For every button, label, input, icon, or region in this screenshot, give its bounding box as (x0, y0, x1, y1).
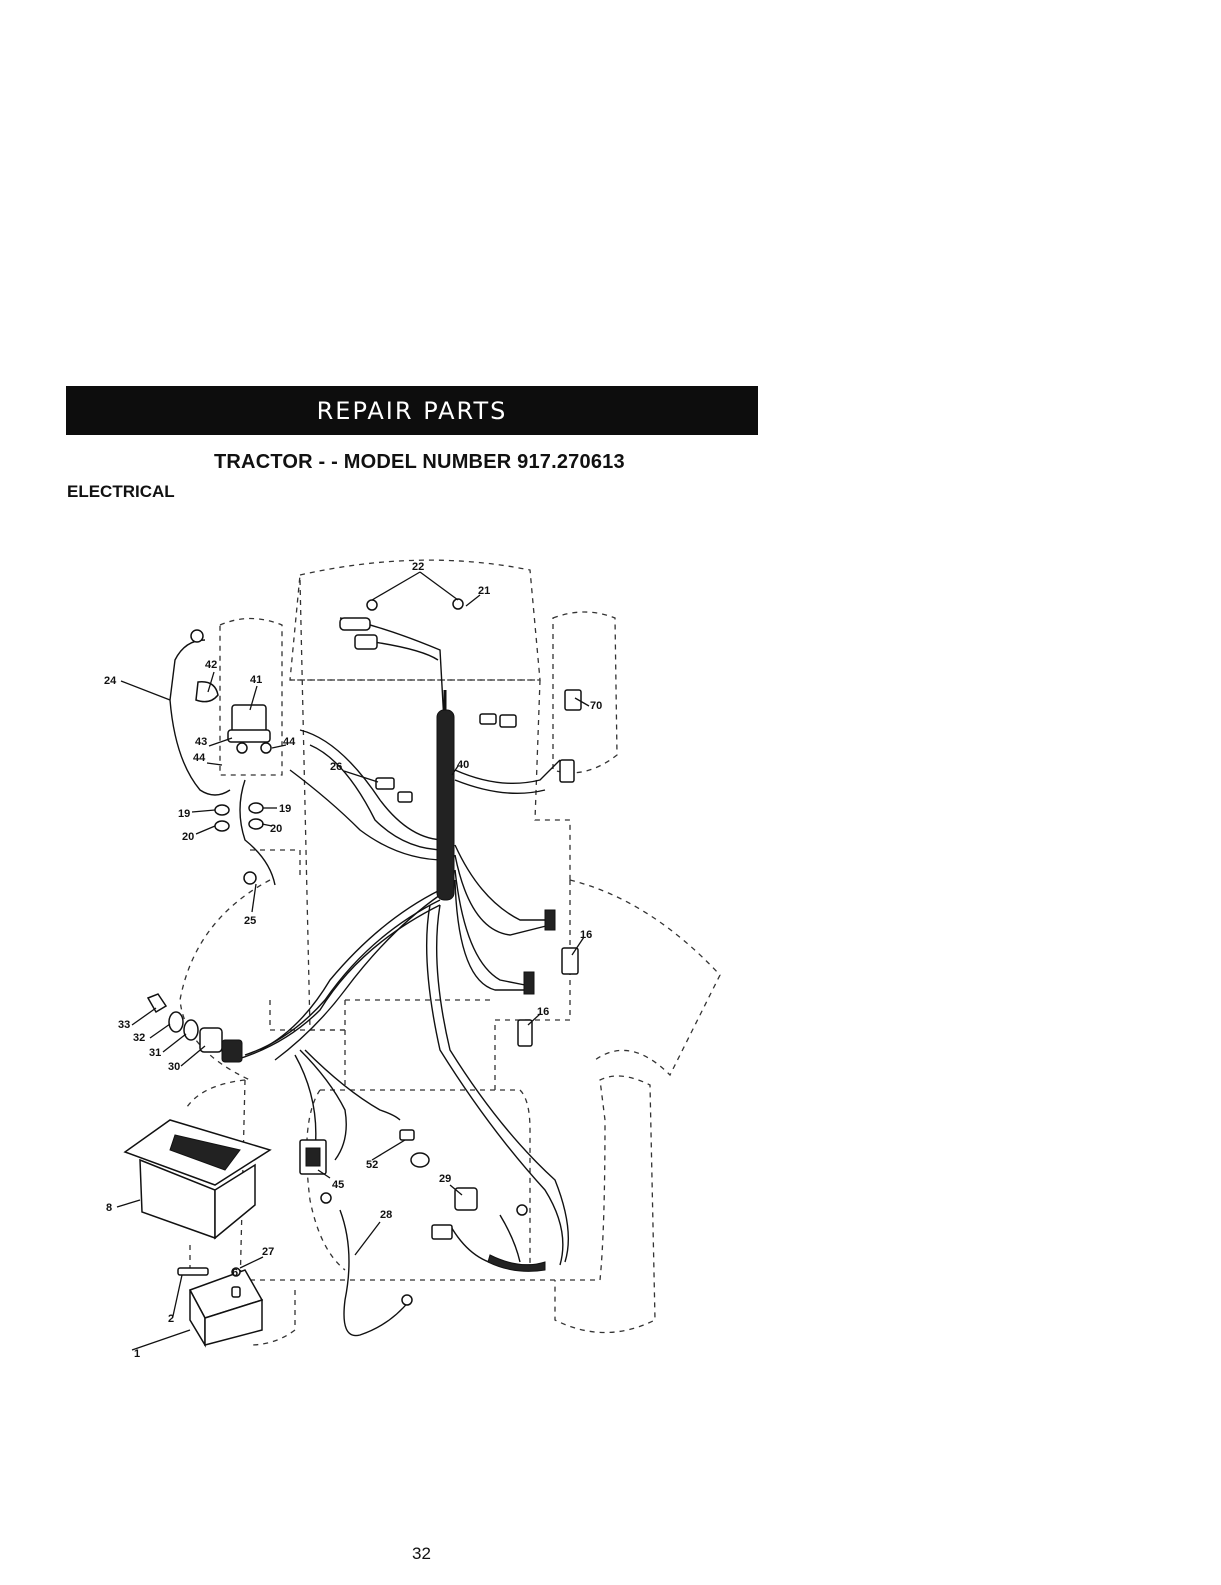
callout-26: 26 (330, 761, 342, 773)
callout-2: 2 (168, 1313, 174, 1325)
callout-19: 19 (279, 803, 291, 815)
callout-1: 1 (134, 1348, 140, 1360)
callout-44: 44 (283, 736, 296, 748)
callout-32: 32 (133, 1032, 145, 1044)
callout-33: 33 (118, 1019, 130, 1031)
callout-45: 45 (332, 1179, 344, 1191)
callout-30: 30 (168, 1061, 180, 1073)
callout-8: 8 (106, 1202, 112, 1214)
callout-27: 27 (262, 1246, 274, 1258)
callout-40: 40 (457, 759, 469, 771)
callout-42: 42 (205, 659, 217, 671)
callout-24: 24 (104, 675, 117, 687)
callout-44: 44 (193, 752, 206, 764)
page-number: 32 (412, 1544, 431, 1564)
callout-21: 21 (478, 585, 490, 597)
callout-16: 16 (580, 929, 592, 941)
callout-16: 16 (537, 1006, 549, 1018)
callout-52: 52 (366, 1159, 378, 1171)
callout-29: 29 (439, 1173, 451, 1185)
callout-41: 41 (250, 674, 262, 686)
callout-43: 43 (195, 736, 207, 748)
callout-25: 25 (244, 915, 256, 927)
callout-22: 22 (412, 561, 424, 573)
leader-lines (117, 572, 589, 1350)
parts (125, 599, 581, 1345)
callout-31: 31 (149, 1047, 161, 1059)
callout-labels: 22 21 24 42 41 70 43 44 44 26 40 19 19 2… (104, 561, 602, 1360)
callout-6: 6 (232, 1267, 238, 1279)
callout-70: 70 (590, 700, 602, 712)
callout-19: 19 (178, 808, 190, 820)
callout-20: 20 (182, 831, 194, 843)
callout-28: 28 (380, 1209, 392, 1221)
callout-20: 20 (270, 823, 282, 835)
